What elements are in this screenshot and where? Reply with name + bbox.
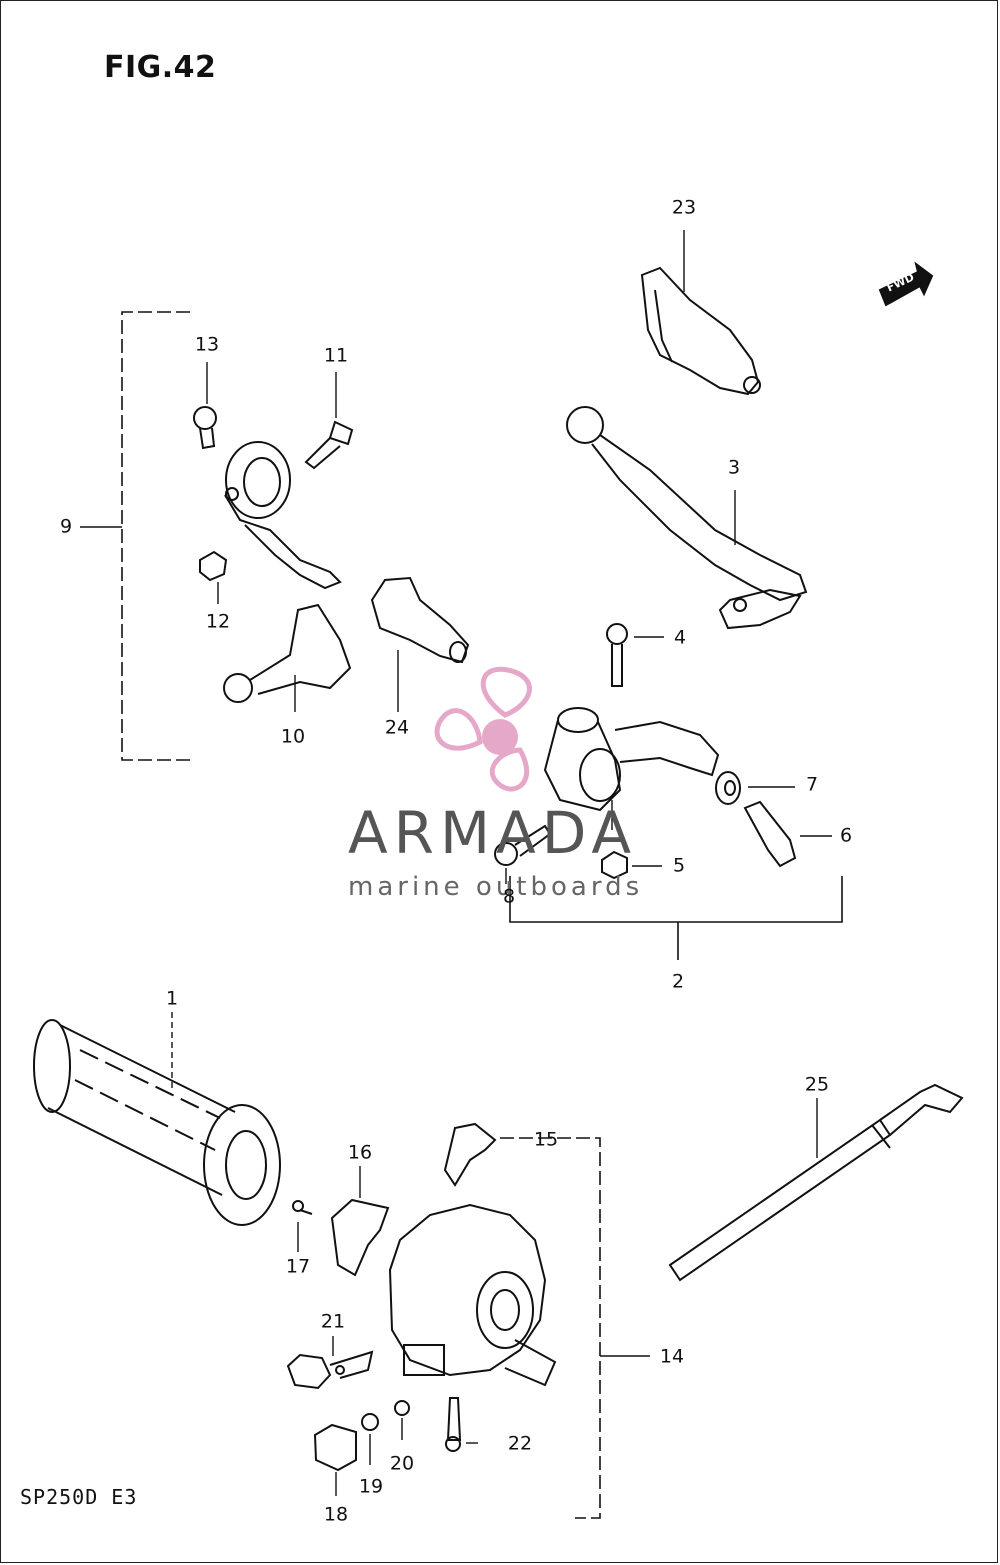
part-18-knob <box>313 1423 357 1496</box>
part-12-nut <box>199 550 228 604</box>
callout-9: 9 <box>59 515 73 538</box>
callout-15: 15 <box>533 1128 559 1151</box>
part-15-cap <box>443 1122 497 1187</box>
callout-22: 22 <box>507 1432 533 1455</box>
part-2-holder <box>543 707 720 830</box>
callout-1: 1 <box>165 987 179 1010</box>
watermark-subtitle: marine outboards <box>348 872 644 902</box>
callout-20: 20 <box>389 1452 415 1475</box>
part-8-bolt <box>494 824 552 884</box>
callout-17: 17 <box>285 1255 311 1278</box>
part-11-bolt <box>304 372 354 470</box>
callout-18: 18 <box>323 1503 349 1526</box>
part-20-ball <box>394 1400 410 1440</box>
part-6-bolt <box>743 800 832 868</box>
part-10-lever <box>223 603 352 712</box>
callout-2: 2 <box>671 970 685 993</box>
part-21-switch <box>286 1336 374 1390</box>
watermark-propeller-icon <box>434 666 532 792</box>
callout-5: 5 <box>672 854 686 877</box>
callout-14: 14 <box>659 1345 685 1368</box>
bracket-14 <box>500 1137 650 1519</box>
callout-24: 24 <box>384 716 410 739</box>
callout-10: 10 <box>280 725 306 748</box>
figure-title: FIG.42 <box>104 50 217 85</box>
part-5-nut <box>601 850 662 880</box>
callout-11: 11 <box>323 344 349 367</box>
bracket-9 <box>80 311 190 761</box>
part-16-cover <box>330 1166 390 1277</box>
part-13-bolt <box>193 362 217 450</box>
part-1-grip <box>33 1012 281 1226</box>
callout-13: 13 <box>194 333 220 356</box>
part-7-washer <box>715 771 795 805</box>
part-22-screw <box>445 1397 478 1452</box>
callout-21: 21 <box>320 1310 346 1333</box>
watermark-name: ARMADA <box>348 799 638 867</box>
callout-6: 6 <box>839 824 853 847</box>
part-4-bolt <box>606 623 664 687</box>
callout-3: 3 <box>727 456 741 479</box>
callout-12: 12 <box>205 610 231 633</box>
callout-16: 16 <box>347 1141 373 1164</box>
part-25-cable-tie <box>668 1083 964 1282</box>
part-17-screw <box>292 1200 313 1252</box>
callout-8: 8 <box>502 885 516 908</box>
callout-4: 4 <box>673 626 687 649</box>
part-14-switch-housing <box>388 1203 557 1387</box>
part-23-cover <box>640 230 761 396</box>
part-19-spring <box>361 1413 379 1465</box>
part-24-bracket <box>370 576 470 712</box>
callout-23: 23 <box>671 196 697 219</box>
fwd-arrow-icon <box>878 261 934 307</box>
bracket-2 <box>509 876 843 960</box>
model-code: SP250D E3 <box>20 1485 138 1509</box>
callout-25: 25 <box>804 1073 830 1096</box>
callout-19: 19 <box>358 1475 384 1498</box>
part-9-holder <box>224 441 342 590</box>
callout-7: 7 <box>805 773 819 796</box>
part-3-lever <box>566 406 808 630</box>
